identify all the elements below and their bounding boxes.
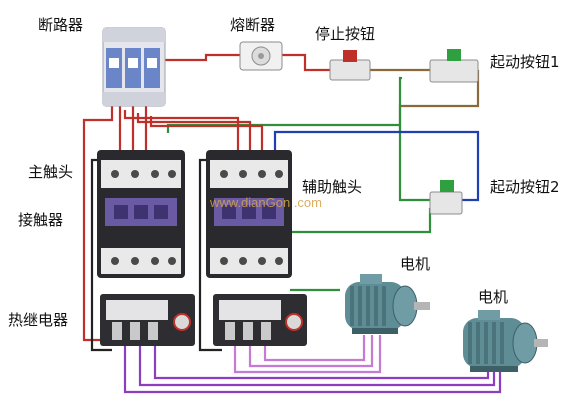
circuit-breaker	[102, 27, 166, 107]
wire-main-k2-l2	[136, 113, 252, 150]
wire-green-aux	[278, 208, 432, 240]
contactor-2	[206, 150, 292, 278]
thermal-relay-1	[100, 294, 195, 346]
wire-main-k2-l3	[149, 116, 264, 150]
fuse	[239, 41, 283, 71]
wire-motor1-b	[248, 335, 374, 368]
watermark: www.dianGon .com	[210, 195, 322, 210]
label-thermal-relay: 热继电器	[8, 311, 69, 329]
wire-motor2-a	[123, 345, 502, 394]
wire-mid-black-loop	[198, 158, 222, 352]
label-motor-2: 电机	[478, 288, 509, 306]
label-aux-contact: 辅助触头	[302, 178, 363, 196]
thermal-relay-2	[213, 294, 307, 346]
motor-2	[463, 310, 548, 372]
stop-button	[329, 50, 371, 81]
label-fuse: 熔断器	[230, 16, 276, 34]
wire-motor1-c	[263, 335, 366, 362]
wire-fuse-to-stop	[282, 53, 330, 72]
wire-main-k2-l1	[123, 110, 240, 150]
motor-1	[345, 274, 430, 334]
label-breaker: 断路器	[38, 16, 84, 34]
start-button-2	[429, 180, 463, 215]
label-motor-1: 电机	[400, 255, 431, 273]
wire-blue-aux	[273, 130, 480, 202]
wire-motor2-b	[138, 345, 496, 387]
label-main-contact: 主触头	[28, 163, 74, 181]
wire-left-black-loop	[90, 158, 112, 352]
wire-motor2-c	[153, 345, 490, 380]
start-button-1	[429, 49, 479, 83]
wire-green-start2	[398, 76, 430, 202]
label-start-button-2: 起动按钮2	[490, 178, 560, 196]
wire-motor1-a	[233, 335, 382, 374]
contactor-1	[97, 150, 185, 278]
wire-left-red-loop	[82, 100, 114, 342]
label-stop-button: 停止按钮	[315, 25, 376, 43]
label-start-button-1: 起动按钮1	[490, 53, 560, 71]
label-contactor: 接触器	[18, 211, 64, 229]
